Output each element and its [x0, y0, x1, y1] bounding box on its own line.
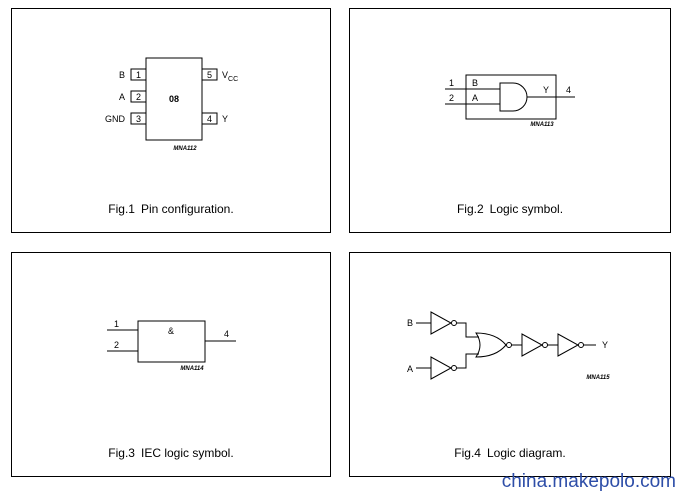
figure-code: MNA115 [586, 375, 610, 381]
figure-panel-pin-configuration: 08 1 B 2 A 3 GND 5 VCC 4 Y MNA112 Fig.1 P… [11, 8, 331, 233]
inverter-bubble-b [451, 320, 457, 326]
inverter-gate-a [430, 356, 453, 380]
inverter-gate-3 [557, 333, 580, 357]
logic-symbol-diagram: 1 2 B A Y 4 MNA113 [445, 74, 575, 128]
caption-number: Fig.2 [456, 202, 484, 216]
figure-caption: Fig.2 Logic symbol. [350, 202, 670, 216]
logic-gate-diagram: B A Y MNA115 [407, 311, 610, 381]
nor-gate [475, 332, 507, 358]
input-number-1: 1 [449, 78, 454, 88]
caption-number: Fig.1 [108, 202, 135, 216]
caption-text: Logic symbol. [489, 202, 564, 216]
figure-caption: Fig.1 Pin configuration. [12, 202, 330, 216]
figure-caption: Fig.3 IEC logic symbol. [12, 446, 330, 460]
pin-number-1: 1 [136, 70, 141, 80]
input-name-a: A [472, 93, 478, 103]
iec-symbol-diagram: & 1 2 4 MNA114 [107, 319, 236, 372]
inverter-bubble-3 [578, 342, 584, 348]
pin-number-5: 5 [207, 70, 212, 80]
caption-text: Logic diagram. [486, 446, 566, 460]
pin-name-gnd: GND [105, 114, 126, 124]
pin-configuration-diagram: 08 1 B 2 A 3 GND 5 VCC 4 Y MNA112 [105, 57, 238, 152]
figure-panel-iec-logic-symbol: & 1 2 4 MNA114 Fig.3 IEC logic symbol. [11, 252, 331, 477]
input-number-2: 2 [114, 340, 119, 350]
caption-text: IEC logic symbol. [140, 446, 234, 460]
pin-name-a: A [119, 92, 125, 102]
caption-number: Fig.3 [108, 446, 135, 460]
and-gate-shape [499, 82, 528, 112]
pin-name-vcc: VCC [222, 70, 238, 83]
figure-code: MNA114 [180, 366, 204, 372]
input-number-2: 2 [449, 93, 454, 103]
inverter-gate-b [430, 311, 453, 335]
wire-a-to-nor [457, 353, 479, 369]
wire-b-to-nor [457, 322, 479, 338]
pin-box-2 [130, 90, 147, 103]
input-number-1: 1 [114, 319, 119, 329]
pin-box-5 [201, 68, 218, 81]
figure-panel-logic-symbol: 1 2 B A Y 4 MNA113 Fig.2 Logic symbol. [349, 8, 671, 233]
inverter-bubble-2 [542, 342, 548, 348]
input-label-b: B [407, 318, 413, 328]
caption-number: Fig.4 [454, 446, 481, 460]
output-name-y: Y [543, 85, 549, 95]
input-label-a: A [407, 364, 413, 374]
watermark: china.makepolo.com [501, 471, 676, 492]
nor-bubble [506, 342, 512, 348]
pin-number-4: 4 [207, 114, 212, 124]
inverter-bubble-a [451, 365, 457, 371]
caption-text: Pin configuration. [140, 202, 234, 216]
pin-box-1 [130, 68, 147, 81]
output-number-4: 4 [566, 85, 571, 95]
pin-box-4 [201, 112, 218, 125]
pin-name-y: Y [222, 114, 228, 124]
inverter-gate-2 [521, 333, 544, 357]
figure-code: MNA113 [530, 122, 554, 128]
pin-box-3 [130, 112, 147, 125]
figure-panel-logic-diagram: B A Y MNA115 Fig.4 Logic diagram. [349, 252, 671, 477]
output-label-y: Y [602, 340, 608, 350]
pin-name-b: B [119, 70, 125, 80]
output-number-4: 4 [224, 329, 229, 339]
iec-and-symbol: & [168, 326, 174, 336]
figure-caption: Fig.4 Logic diagram. [350, 446, 670, 460]
pin-number-3: 3 [136, 114, 141, 124]
chip-label: 08 [169, 94, 179, 104]
input-name-b: B [472, 78, 478, 88]
figure-code: MNA112 [173, 146, 197, 152]
pin-number-2: 2 [136, 92, 141, 102]
